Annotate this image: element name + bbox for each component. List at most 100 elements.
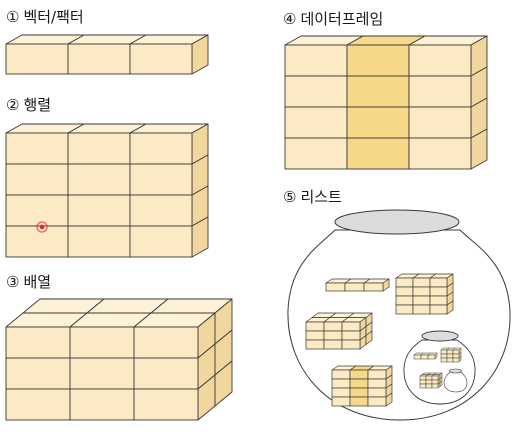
dataframe-number: ④ [283, 10, 297, 28]
array-block [5, 298, 233, 421]
bag-array-cell [305, 339, 325, 350]
nested-vector-cell [427, 354, 436, 360]
bag-array-cell [341, 330, 361, 341]
vector-block [5, 34, 209, 75]
nested-array-cell [425, 379, 433, 385]
matrix-block-cell [67, 225, 131, 258]
nested-matrix-cell [440, 353, 448, 359]
bag-dataframe-cell [331, 369, 351, 380]
matrix-block-cell [129, 194, 193, 227]
dataframe-block-cell [284, 137, 348, 170]
nested-vector [413, 352, 438, 360]
bag-dataframe-cell [349, 369, 369, 380]
nested-matrix-cell [452, 357, 460, 363]
bag-array-cell [323, 330, 343, 341]
dataframe-block-cell [408, 106, 472, 139]
bag-dataframe-cell [367, 369, 387, 380]
bag-array [305, 312, 373, 350]
array-label: 배열 [23, 273, 52, 291]
vector-block-cell [67, 43, 131, 75]
tiny-bag-opening [449, 368, 462, 374]
matrix-block-cell [67, 132, 131, 165]
matrix-block-cell [67, 194, 131, 227]
bag-matrix-cell [412, 286, 431, 297]
nested-matrix-cell [440, 349, 448, 355]
dataframe-block [284, 35, 488, 170]
bag-dataframe-cell [331, 387, 351, 398]
dataframe-block-cell [346, 106, 410, 139]
array-block-cell [5, 388, 71, 421]
matrix-block-cell [67, 163, 131, 196]
dataframe-block-cell [346, 44, 410, 77]
nested-bag-opening [421, 330, 459, 342]
nested-array-side-cell [439, 380, 443, 387]
bag-vector-cell [325, 282, 346, 292]
matrix-block-cell [129, 163, 193, 196]
bag-matrix-cell [412, 304, 431, 315]
nested-array-cell [431, 379, 439, 385]
matrix-number: ② [6, 96, 20, 114]
bag-dataframe-cell [349, 387, 369, 398]
matrix-block-cell [5, 132, 69, 165]
array-block-cell [133, 388, 199, 421]
vector-number: ① [6, 8, 20, 26]
bag-matrix-cell [395, 286, 414, 297]
array-block-cell [5, 326, 71, 359]
vector-label: 벡터/팩터 [23, 8, 84, 26]
dataframe-block-cell [284, 75, 348, 108]
bag-dataframe-cell [367, 387, 387, 398]
nested-array-cell [419, 375, 427, 381]
dataframe-block-cell [346, 75, 410, 108]
bag-dataframe [331, 365, 393, 407]
bag-dataframe-cell [349, 378, 369, 389]
bag-dataframe-cell [349, 396, 369, 407]
array-number: ③ [6, 273, 20, 291]
bag-matrix-cell [429, 304, 448, 315]
dataframe-block-cell [408, 137, 472, 170]
array-block-cell [69, 388, 135, 421]
bag-dataframe-cell [367, 378, 387, 389]
nested-matrix [440, 347, 462, 363]
bag-array-side-cell [365, 330, 373, 345]
tiny-list-bag [443, 371, 468, 393]
bag-opening [334, 209, 460, 235]
array-block-cell [5, 357, 71, 390]
nested-array-cell [425, 375, 433, 381]
bag-dataframe-cell [367, 396, 387, 407]
nested-matrix-cell [440, 357, 448, 363]
dataframe-label: 데이터프레임 [300, 10, 384, 28]
matrix-block-cell [5, 225, 69, 258]
bag-matrix-cell [395, 295, 414, 306]
bag-array-cell [323, 321, 343, 332]
nested-matrix-cell [446, 357, 454, 363]
bag-matrix-cell [412, 295, 431, 306]
array-block-cell [69, 357, 135, 390]
dataframe-block-cell [346, 137, 410, 170]
bag-dataframe-cell [331, 396, 351, 407]
array-block-cell [133, 326, 199, 359]
dataframe-block-cell [284, 106, 348, 139]
array-block-side-cell [214, 360, 233, 407]
bag-matrix-cell [395, 304, 414, 315]
nested-array-cell [425, 383, 433, 389]
vector-block-cell [5, 43, 69, 75]
bag-dataframe-cell [331, 378, 351, 389]
bag-matrix-cell [395, 277, 414, 288]
bag-array-cell [323, 339, 343, 350]
bag-matrix [395, 273, 454, 315]
matrix-label: 행렬 [23, 96, 52, 114]
array-block-cell [133, 357, 199, 390]
nested-matrix-cell [446, 353, 454, 359]
matrix-block-cell [5, 194, 69, 227]
bag-vector [325, 278, 390, 292]
dataframe-block-cell [284, 44, 348, 77]
dataframe-block-cell [408, 75, 472, 108]
list-label: 리스트 [300, 188, 342, 206]
cursor-ring [36, 221, 48, 233]
nested-array [419, 372, 443, 389]
